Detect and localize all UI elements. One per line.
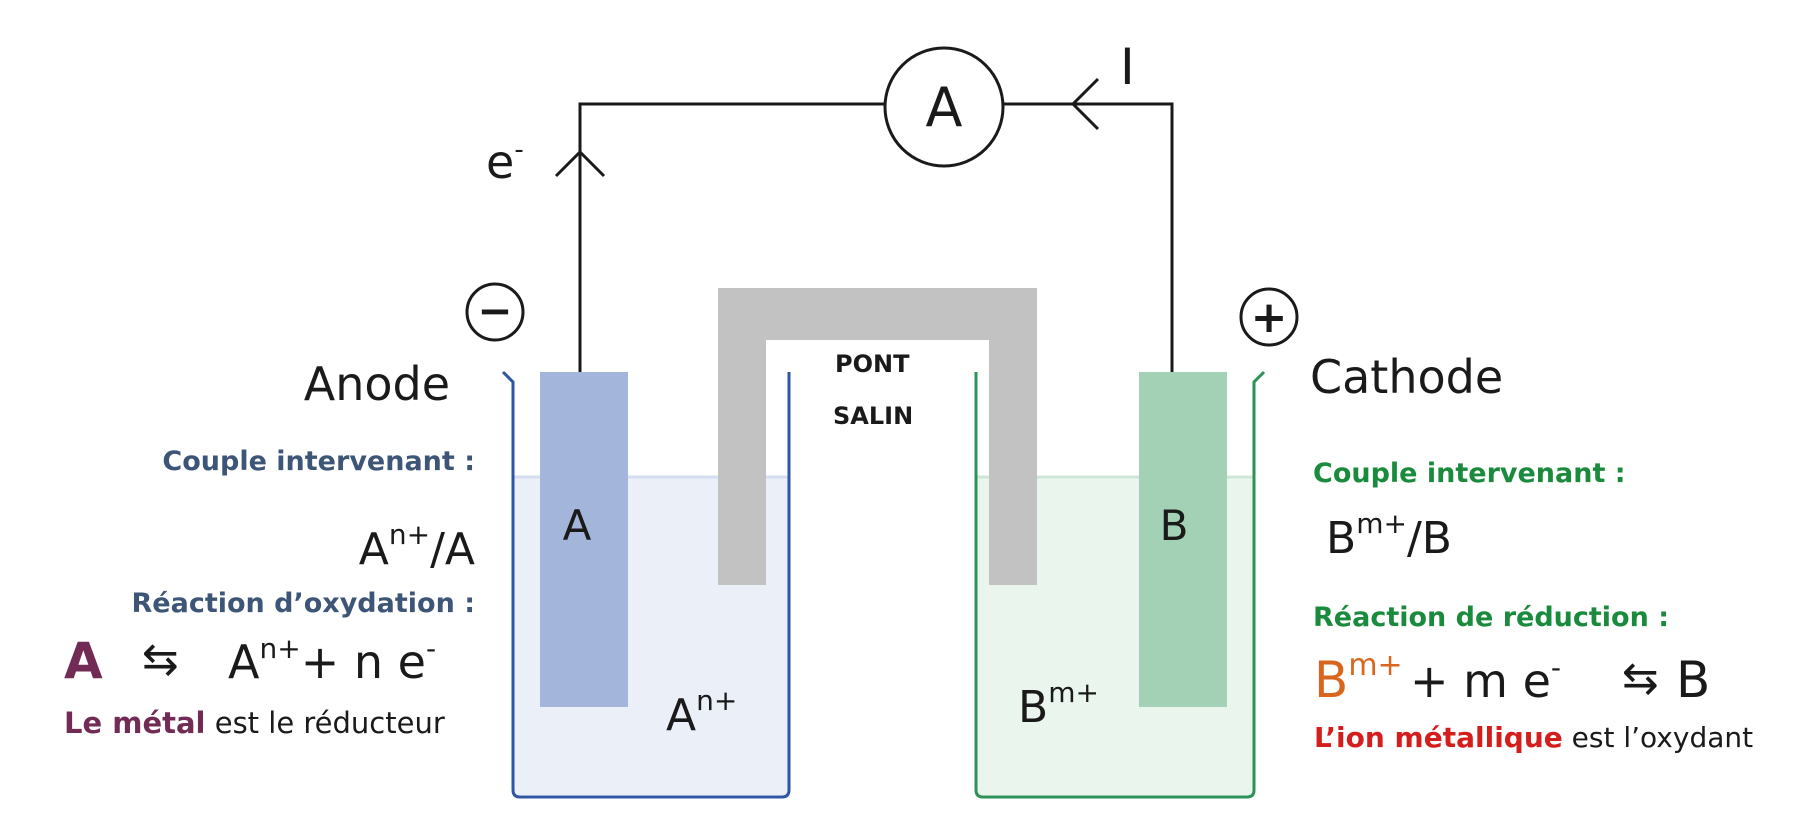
cathode-electrode xyxy=(1139,372,1227,707)
anode-reaction-heading: Réaction d’oxydation : xyxy=(132,588,476,619)
anode-electrode-letter: A xyxy=(563,501,592,550)
anode-equation-arrow: ⇆ xyxy=(142,634,179,685)
external-wire xyxy=(578,102,1174,372)
cathode-beaker xyxy=(974,370,1266,799)
anode-note: Le métal est le réducteur xyxy=(64,706,445,740)
electron-label: e- xyxy=(486,135,524,189)
anode-title: Anode xyxy=(304,357,450,411)
ammeter-label: A xyxy=(926,76,963,139)
cathode-equation-arrow: ⇆ xyxy=(1622,653,1659,704)
minus-sign-text: − xyxy=(477,286,512,335)
salt-bridge-label-line1: PONT xyxy=(835,350,910,378)
anode-couple: An+/A xyxy=(359,518,475,575)
anode-couple-heading: Couple intervenant : xyxy=(162,446,475,477)
anode-ion-label: An+ xyxy=(666,684,737,741)
electron-arrow xyxy=(554,149,606,178)
cathode-equation-reactant: Bm+ xyxy=(1314,648,1403,709)
anode-note-rest: est le réducteur xyxy=(206,706,445,740)
plus-sign-text: + xyxy=(1251,292,1288,343)
current-label: I xyxy=(1120,38,1135,96)
anode-equation-reactant: A xyxy=(64,632,103,690)
cathode-equation-middle: + m e- xyxy=(1410,651,1561,708)
cathode-note-rest: est l’oxydant xyxy=(1563,721,1753,754)
cathode-note-highlight: L’ion métallique xyxy=(1314,721,1563,754)
cathode-couple: Bm+/B xyxy=(1326,507,1452,564)
anode-electrode xyxy=(540,372,628,707)
cathode-ion-label: Bm+ xyxy=(1018,676,1099,733)
anode-beaker xyxy=(501,370,791,799)
cathode-couple-heading: Couple intervenant : xyxy=(1313,458,1626,489)
salt-bridge xyxy=(718,288,1037,585)
cathode-electrode-letter: B xyxy=(1160,501,1189,550)
plus-terminal-sign xyxy=(1239,287,1299,347)
cathode-note: L’ion métallique est l’oxydant xyxy=(1314,721,1753,754)
ammeter xyxy=(883,46,1005,168)
cathode-equation-product: B xyxy=(1676,651,1710,709)
cathode-reaction-heading: Réaction de réduction : xyxy=(1313,602,1669,633)
current-arrow xyxy=(1070,77,1100,131)
salt-bridge-label-line2: SALIN xyxy=(833,402,913,430)
minus-terminal-sign xyxy=(465,282,525,342)
anode-equation-products: An++ n e- xyxy=(228,632,436,689)
cathode-title: Cathode xyxy=(1310,350,1503,404)
anode-note-highlight: Le métal xyxy=(64,706,206,740)
